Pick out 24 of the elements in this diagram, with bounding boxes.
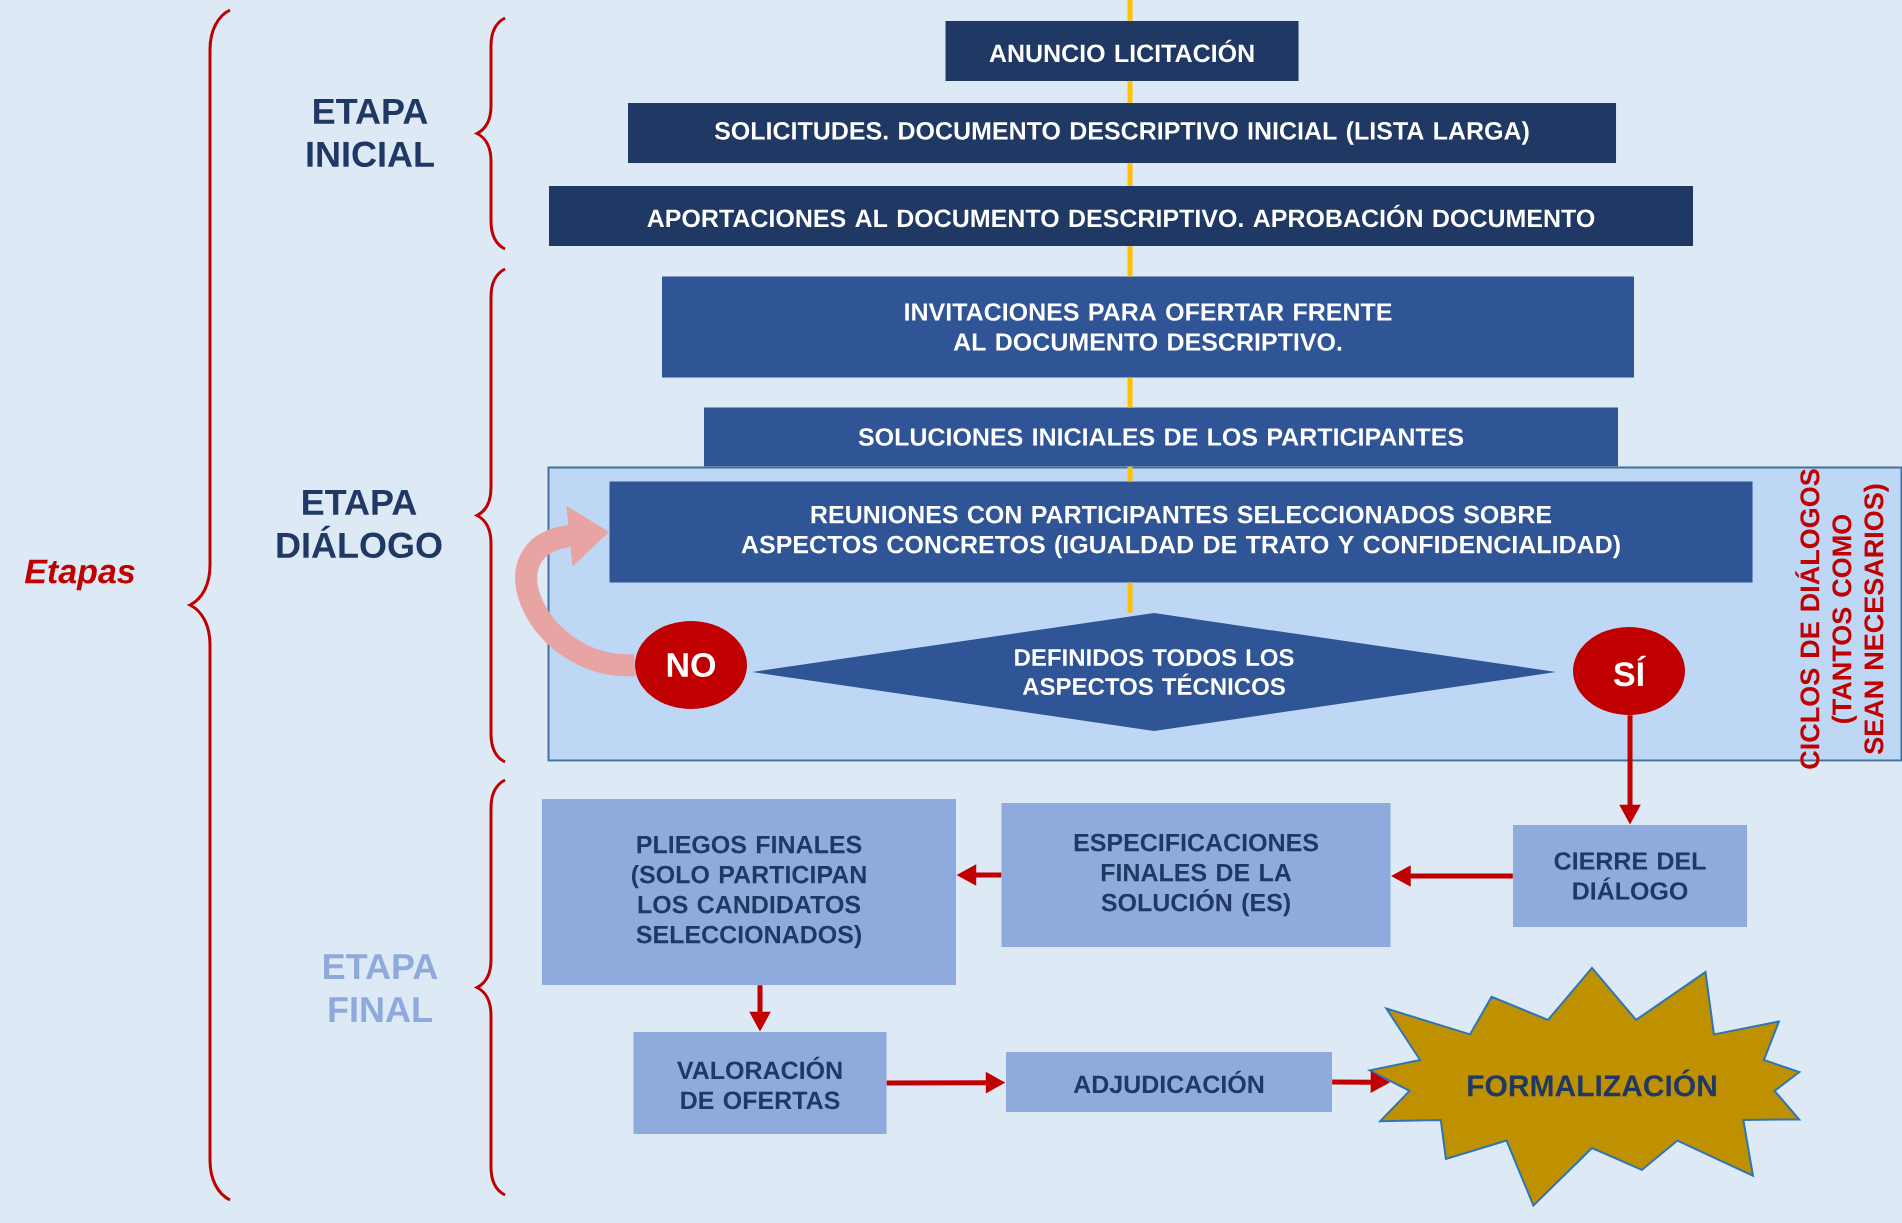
process-box: INVITACIONES PARA OFERTAR FRENTE AL DOCUMENTO DESCRIPTIVO. (662, 276, 1635, 378)
process-box: VALORACIÓN DE OFERTAS (633, 1032, 887, 1134)
connector-line (1127, 163, 1133, 186)
process-box: ADJUDICACIÓN (1006, 1052, 1332, 1112)
process-box: CIERRE DEL DIÁLOGO (1513, 825, 1748, 927)
process-box: REUNIONES CON PARTICIPANTES SELECCIONADOS SOBRE ASPECTOS CONCRETOS (IGUALDAD DE TRATO Y CONFIDENCIALIDAD) (609, 481, 1753, 583)
answer-oval: NO (635, 621, 747, 709)
answer-oval: SÍ (1573, 627, 1685, 715)
process-box: SOLICITUDES. DOCUMENTO DESCRIPTIVO INICIAL (LISTA LARGA) (628, 103, 1616, 163)
connector-line (1127, 377, 1133, 408)
connector-line (1127, 246, 1133, 277)
stage-label: ETAPA INICIAL (307, 98, 434, 168)
process-box: ESPECIFICACIONES FINALES DE LA SOLUCIÓN (ES) (1001, 803, 1391, 947)
process-box: ANUNCIO LICITACIÓN (945, 21, 1299, 81)
process-box: SOLUCIONES INICIALES DE LOS PARTICIPANTES (704, 407, 1618, 467)
stage-title: Etapas (24, 559, 135, 591)
process-box: PLIEGOS FINALES (SOLO PARTICIPAN LOS CANDIDATOS SELECCIONADOS) (542, 799, 956, 985)
connector-line (1127, 582, 1133, 613)
process-box: APORTACIONES AL DOCUMENTO DESCRIPTIVO. APROBACIÓN DOCUMENTO (549, 186, 1693, 246)
stage-label: ETAPA DIÁLOGO (277, 489, 442, 559)
stage-label: ETAPA FINAL (324, 954, 438, 1022)
connector-line (1127, 81, 1133, 103)
connector-line (1127, 0, 1133, 21)
connector-line (1127, 466, 1133, 482)
